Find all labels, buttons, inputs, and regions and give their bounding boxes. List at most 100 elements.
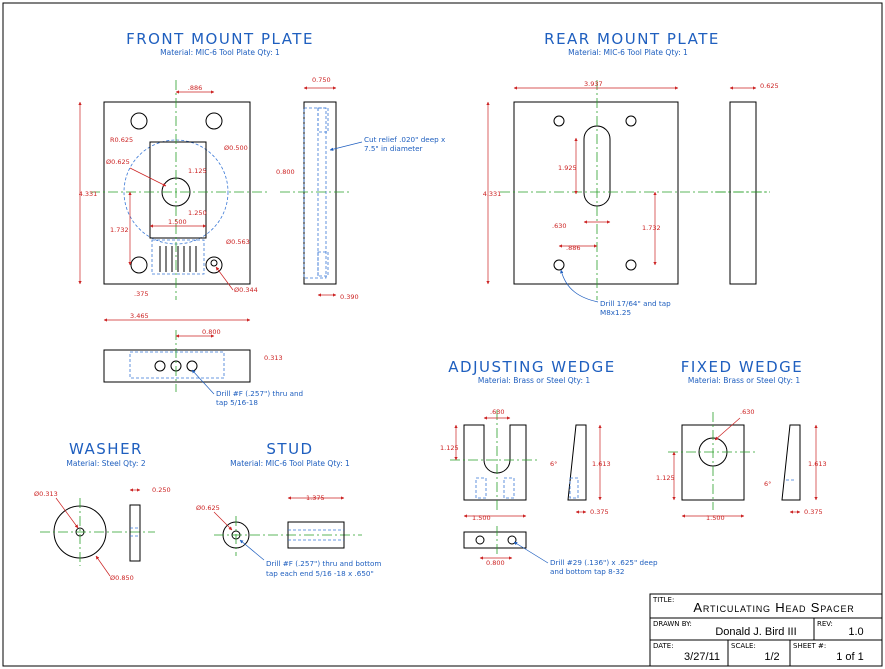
adjusting-side-outline	[567, 424, 587, 501]
fixed-title: FIXED WEDGE	[681, 358, 804, 376]
washer-dim-850: Ø0.850	[110, 574, 134, 582]
rear-dim-886: .886	[566, 244, 580, 252]
front-drill-note-1: Drill #F (.257") thru and	[216, 389, 303, 398]
stud-title: STUD	[266, 440, 313, 458]
front-dim-886: .886	[188, 84, 202, 92]
front-hole-tl	[130, 112, 148, 130]
drawing-title: Articulating Head Spacer	[693, 600, 854, 615]
adjusting-dim-1613: 1.613	[592, 460, 611, 468]
stud-dim-1375: 1.375	[306, 494, 325, 502]
sheet-number: 1 of 1	[836, 651, 864, 663]
washer-dim-313: Ø0.313	[34, 490, 58, 498]
front-side-dim-750: 0.750	[312, 76, 331, 84]
date-label: DATE:	[653, 642, 674, 650]
front-dim-height: 4.331	[79, 190, 98, 198]
adjusting-drill-note-2: and bottom tap 8-32	[550, 567, 624, 576]
front-dim-d563: Ø0.563	[226, 238, 250, 246]
front-bottom-dim-3465: 3.465	[130, 312, 149, 320]
adjusting-dim-angle: 6°	[550, 460, 557, 468]
front-hole-br	[205, 256, 223, 274]
front-dim-1250: 1.250	[188, 209, 207, 217]
rear-drill-note-2: M8x1.25	[600, 308, 631, 317]
rear-side-dim-625: 0.625	[760, 82, 779, 90]
stud-drill-note-2: tap each end 5/16 -18 x .650"	[266, 569, 374, 578]
stud-side-outline	[287, 521, 345, 549]
fixed-dim-1125: 1.125	[656, 474, 675, 482]
fixed-wedge-view: FIXED WEDGE Material: Brass or Steel Qty…	[656, 358, 827, 522]
fixed-side-outline	[781, 424, 801, 501]
rear-dim-3937: 3.937	[584, 80, 603, 88]
rear-plate-outline	[513, 101, 679, 285]
rear-dim-1925: 1.925	[558, 164, 577, 172]
front-slot-lines	[159, 246, 197, 272]
revision: 1.0	[848, 626, 863, 638]
scale-label: SCALE:	[731, 642, 756, 650]
stud-dim-625: Ø0.625	[196, 504, 220, 512]
front-dim-1732: 1.732	[110, 226, 129, 234]
front-window	[149, 141, 207, 239]
rear-mount-plate-view: REAR MOUNT PLATE Material: MIC-6 Tool Pl…	[483, 30, 779, 317]
washer-title: WASHER	[69, 440, 143, 458]
adjusting-wedge-view: ADJUSTING WEDGE Material: Brass or Steel…	[440, 358, 658, 576]
sheet-label: SHEET #:	[793, 642, 826, 650]
fixed-dim-angle: 6°	[764, 480, 771, 488]
rear-side-outline	[729, 101, 757, 285]
front-drill-note-2: tap 5/16-18	[216, 398, 258, 407]
rear-hole-tl	[553, 115, 565, 127]
front-hidden-slots	[151, 239, 205, 275]
fixed-dim-375: 0.375	[804, 508, 823, 516]
scale: 1/2	[764, 651, 779, 663]
drawn-by-label: DRAWN BY:	[653, 620, 692, 628]
front-material: Material: MIC-6 Tool Plate Qty: 1	[160, 48, 280, 57]
adjusting-front-outline	[463, 424, 527, 501]
adjusting-dim-1125: 1.125	[440, 444, 459, 452]
front-dim-1500: 1.500	[168, 218, 187, 226]
adjusting-title: ADJUSTING WEDGE	[448, 358, 615, 376]
front-plate-outline	[103, 101, 251, 285]
front-dim-d344: Ø0.344	[234, 286, 258, 294]
stud-drill-note-1: Drill #F (.257") thru and bottom	[266, 559, 381, 568]
washer-material: Material: Steel Qty: 2	[66, 459, 145, 468]
front-dim-d625: Ø0.625	[106, 158, 130, 166]
stud-view: STUD Material: MIC-6 Tool Plate Qty: 1 Ø…	[196, 440, 381, 578]
adjusting-dim-1500: 1.500	[472, 514, 491, 522]
washer-side-outline	[129, 504, 141, 562]
fixed-dim-630: .630	[740, 408, 754, 416]
rear-hole-bl	[553, 259, 565, 271]
rev-label: REV:	[817, 620, 833, 628]
fixed-material: Material: Brass or Steel Qty: 1	[688, 376, 801, 385]
front-hole-tr	[205, 112, 223, 130]
rear-hole-tr	[625, 115, 637, 127]
front-hole-tap	[210, 259, 218, 267]
adjusting-drill-note-1: Drill #29 (.136") x .625" deep	[550, 558, 658, 567]
rear-dim-630: .630	[552, 222, 566, 230]
drawn-by: Donald J. Bird III	[715, 626, 796, 638]
adjusting-dim-800: 0.800	[486, 559, 505, 567]
adjusting-bottom-outline	[463, 531, 527, 549]
rear-title: REAR MOUNT PLATE	[544, 30, 720, 48]
front-dim-1125: 1.125	[188, 167, 207, 175]
washer-dim-250: 0.250	[152, 486, 171, 494]
rear-dim-4331: 4.331	[483, 190, 502, 198]
front-bottom-outline	[103, 349, 251, 383]
fixed-dim-1613: 1.613	[808, 460, 827, 468]
front-mount-plate-view: FRONT MOUNT PLATE Material: MIC-6 Tool P…	[78, 30, 446, 407]
date: 3/27/11	[684, 651, 720, 663]
front-hole-bl	[130, 256, 148, 274]
cut-relief-note-2: 7.5" in diameter	[364, 144, 422, 153]
title-block: TITLE: Articulating Head Spacer DRAWN BY…	[649, 593, 883, 667]
adjusting-dim-375: 0.375	[590, 508, 609, 516]
rear-hole-br	[625, 259, 637, 271]
adjusting-material: Material: Brass or Steel Qty: 1	[478, 376, 591, 385]
front-title: FRONT MOUNT PLATE	[126, 30, 314, 48]
rear-dim-1732: 1.732	[642, 224, 661, 232]
fixed-dim-1500: 1.500	[706, 514, 725, 522]
front-side-dim-390: 0.390	[340, 293, 359, 301]
front-dim-r625: R0.625	[110, 136, 133, 144]
front-bottom-dim-800: 0.800	[202, 328, 221, 336]
washer-view: WASHER Material: Steel Qty: 2 Ø0.313 Ø0.…	[34, 440, 171, 582]
stud-material: Material: MIC-6 Tool Plate Qty: 1	[230, 459, 350, 468]
title-label: TITLE:	[652, 596, 674, 604]
cut-relief-note-1: Cut relief .020" deep x	[364, 135, 446, 144]
